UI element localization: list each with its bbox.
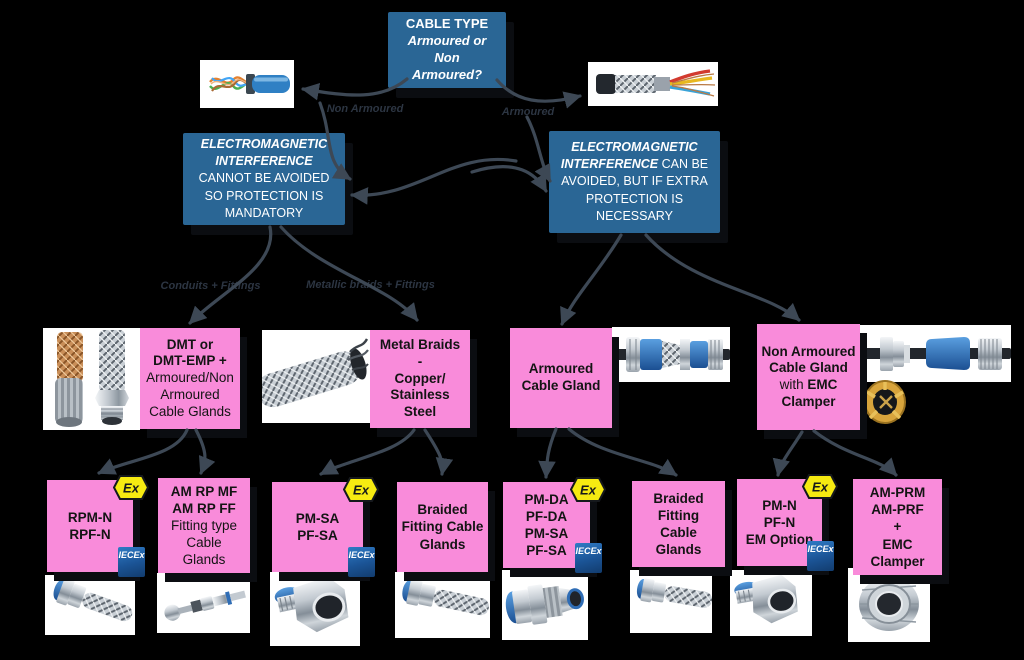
node-pm-n-pf-n-em: Ex IECEx PM-N PF-N EM Option — [737, 474, 838, 571]
armoured-cable-gland-text: Armoured Cable Gland — [521, 361, 601, 393]
node-braided-fitting-glands-1: Braided Fitting Cable Glands — [397, 482, 488, 572]
braided-gland-photo-1 — [395, 572, 490, 638]
non-armoured-gland-cutaway-image — [860, 325, 1011, 382]
node-dmt-conduits: DMT or DMT-EMP + Armoured/Non Armoured C… — [140, 328, 240, 429]
node-rpm-n-rpf-n: Ex IECEx RPM-N RPF-N — [47, 475, 149, 577]
atex-ex-icon: Ex — [343, 477, 379, 502]
atex-ex-icon: Ex — [802, 474, 838, 499]
node-label: PM-DA PF-DA PM-SA PF-SA — [524, 491, 569, 559]
node-pm-sa-pf-sa: Ex IECEx PM-SA PF-SA — [272, 477, 379, 577]
node-emi-avoidable: ELECTROMAGNETIC INTERFERENCE CAN BE AVOI… — [549, 131, 720, 233]
node-am-prm-am-prf-emc: AM-PRM AM-PRF + EMC Clamper — [853, 479, 942, 575]
emc-clamper-ring-image — [862, 378, 908, 426]
armoured-cable-image — [588, 62, 718, 106]
non-armoured-cable-image — [200, 60, 294, 108]
iecex-icon: IECEx — [348, 547, 375, 577]
atex-ex-icon: Ex — [570, 477, 606, 502]
emi-mandatory-text: ELECTROMAGNETIC INTERFERENCE CANNOT BE A… — [198, 136, 330, 220]
node-label: PM-SA PF-SA — [295, 510, 340, 543]
iecex-icon: IECEx — [575, 543, 602, 573]
metal-braid-image — [262, 330, 370, 423]
svg-text:Ex: Ex — [812, 480, 829, 495]
node-label-rest: Fitting type Cable Glands — [170, 517, 238, 568]
svg-text:Ex: Ex — [123, 481, 140, 496]
edge-label-metallic-braids-fittings: Metallic braids + Fittings — [306, 279, 435, 291]
node-label: RPM-N RPF-N — [67, 509, 113, 542]
node-label-bold: AM RP MF AM RP FF — [170, 483, 238, 516]
braided-gland-photo-2 — [630, 570, 712, 633]
emi-avoidable-text: ELECTROMAGNETIC INTERFERENCE CAN BE AVOI… — [560, 139, 709, 223]
am-rp-fitting-photo — [157, 573, 250, 633]
node-pm-da-pf-da: Ex IECEx PM-DA PF-DA PM-SA PF-SA — [503, 477, 606, 573]
cable-type-title: CABLE TYPE — [405, 16, 489, 32]
edge-label-conduits-fittings: Conduits + Fittings — [160, 280, 261, 292]
rpm-gland-photo — [45, 575, 135, 635]
node-label: Braided Fitting Cable Glands — [401, 502, 484, 552]
edge-label-armoured: Armoured — [501, 106, 555, 118]
node-non-armoured-cable-gland: Non Armoured Cable Gland with EMC Clampe… — [757, 324, 860, 430]
cable-type-subtitle: Armoured or Non Armoured? — [407, 33, 487, 82]
node-label: Braided Fitting Cable Glands — [653, 490, 704, 558]
dmt-rest-text: Armoured/Non Armoured Cable Glands — [146, 370, 234, 419]
non-armoured-gland-clamper-text: Clamper — [781, 393, 836, 409]
edge-label-non-armoured: Non Armoured — [326, 103, 404, 115]
iecex-icon: IECEx — [118, 547, 145, 577]
dmt-bold-text: DMT or DMT-EMP + — [153, 336, 227, 369]
conduits-image — [43, 328, 140, 430]
node-emi-mandatory: ELECTROMAGNETIC INTERFERENCE CANNOT BE A… — [183, 133, 345, 225]
node-label: PM-N PF-N EM Option — [745, 497, 814, 548]
node-label: AM-PRM AM-PRF + EMC Clamper — [869, 485, 926, 569]
node-metal-braids: Metal Braids - Copper/ Stainless Steel — [370, 330, 470, 428]
node-cable-type: CABLE TYPE Armoured or Non Armoured? — [388, 12, 506, 88]
pm-da-gland-photo — [502, 570, 588, 640]
non-armoured-gland-with-line: with EMC — [779, 377, 838, 392]
pm-n-gland-photo — [730, 570, 812, 636]
atex-ex-icon: Ex — [113, 475, 149, 500]
metal-braids-text: Metal Braids - Copper/ Stainless Steel — [379, 337, 461, 420]
armoured-gland-cutaway-image — [612, 327, 730, 382]
am-prm-gland-photo — [848, 568, 930, 642]
node-am-rp-fittings: AM RP MF AM RP FF Fitting type Cable Gla… — [158, 478, 250, 573]
iecex-icon: IECEx — [807, 541, 834, 571]
node-braided-fitting-glands-2: Braided Fitting Cable Glands — [632, 481, 725, 567]
non-armoured-gland-bold-text: Non Armoured Cable Gland — [761, 343, 856, 376]
svg-text:Ex: Ex — [353, 483, 370, 498]
svg-text:Ex: Ex — [580, 483, 597, 498]
node-armoured-cable-gland: Armoured Cable Gland — [510, 328, 612, 428]
pm-sa-gland-photo — [270, 572, 360, 646]
